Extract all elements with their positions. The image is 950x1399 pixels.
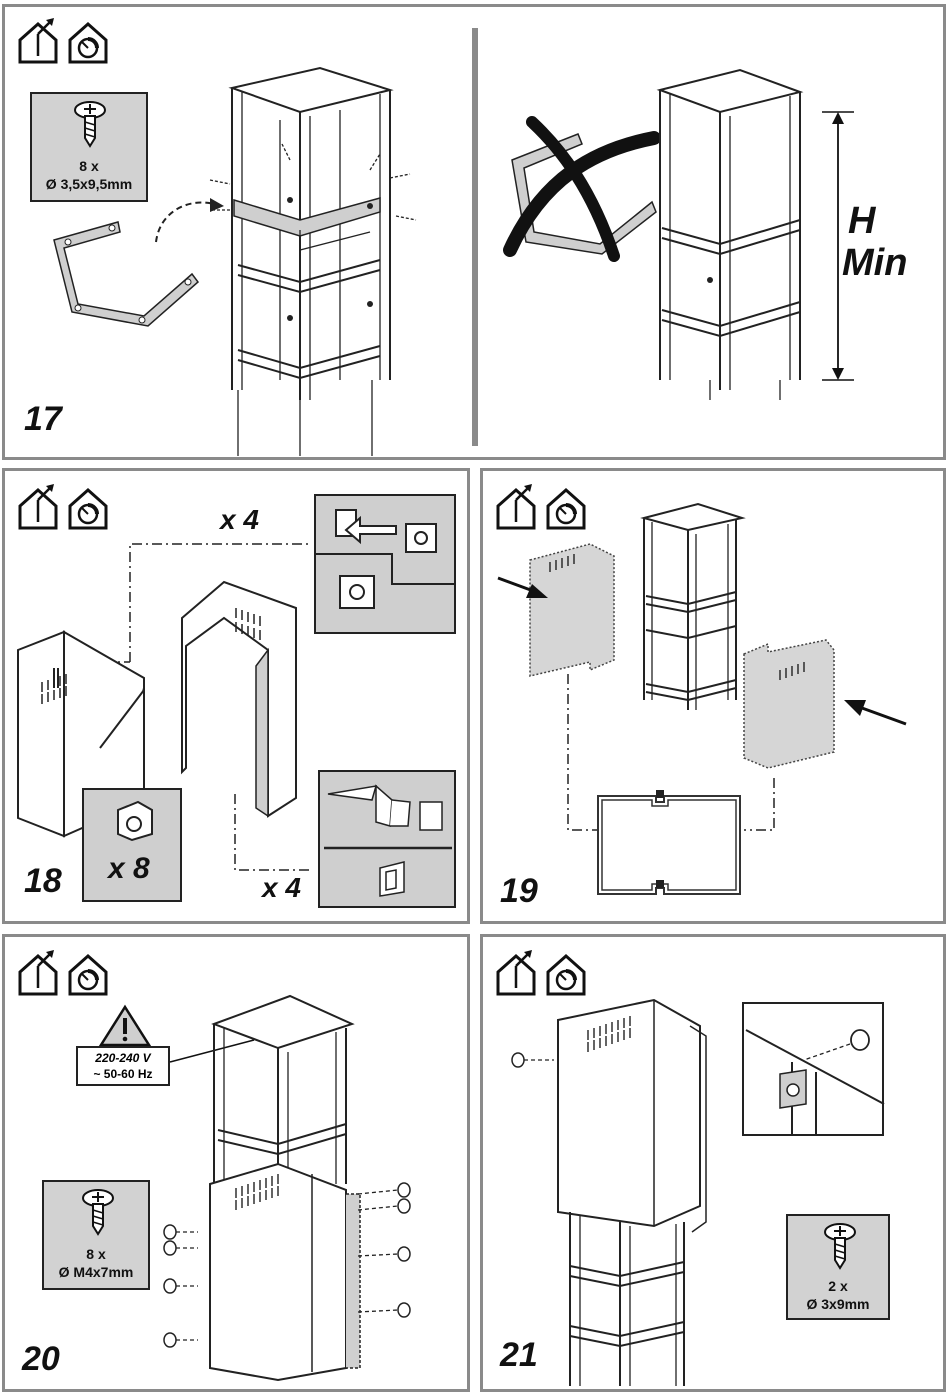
cross-section-diagram (560, 670, 780, 900)
screw-icon (78, 1188, 118, 1236)
step-number: 19 (500, 872, 538, 911)
screw-detail-box (742, 1002, 884, 1136)
frame-tower (220, 60, 420, 456)
clip-quantity-box: x 8 (82, 788, 182, 902)
side-screw (510, 1050, 556, 1070)
push-arrow-right (842, 694, 908, 728)
clip-slide-illustration (320, 772, 456, 908)
cage-nut-icon (112, 798, 156, 842)
warning-triangle-icon (98, 1004, 152, 1048)
house-recirculation-icon (66, 18, 110, 66)
screw-quantity: 2 x (788, 1278, 888, 1294)
clip-insert-illustration (316, 496, 456, 634)
dashed-arrow (150, 190, 230, 250)
chimney-half-right (176, 578, 308, 818)
height-min-label: Min (842, 242, 907, 285)
dotted-chimney-left (520, 540, 620, 680)
frame-and-chimney (200, 984, 360, 1384)
step-number: 20 (22, 1340, 60, 1379)
screw-size: Ø 3x9mm (788, 1296, 888, 1312)
warning-frequency: ~ 50-60 Hz (78, 1066, 168, 1082)
screw-quantity: 8 x (44, 1246, 148, 1262)
top-multiplier: x 4 (220, 504, 259, 536)
screw-icon (70, 100, 110, 148)
detail-screw-illustration (744, 1004, 884, 1136)
clip-detail-top (314, 494, 456, 634)
house-ducted-icon (494, 484, 538, 532)
screw-info-box: 8 x Ø M4x7mm (42, 1180, 150, 1290)
push-arrow-left (496, 574, 556, 604)
warning-label-box: 220-240 V ~ 50-60 Hz (76, 1046, 170, 1086)
screw-quantity: 8 x (32, 158, 146, 174)
clip-detail-bottom (318, 770, 456, 908)
step-number: 21 (500, 1336, 538, 1375)
crossed-bracket (502, 110, 662, 260)
house-recirculation-icon (66, 484, 110, 532)
frame-tower-installed (650, 60, 820, 420)
screw-size: Ø 3,5x9,5mm (32, 176, 146, 192)
house-recirculation-icon (544, 950, 588, 998)
mounting-screws-left (160, 1220, 200, 1370)
screw-info-box: 2 x Ø 3x9mm (786, 1214, 890, 1320)
bottom-multiplier: x 4 (262, 872, 301, 904)
height-label: H (848, 200, 875, 243)
house-recirculation-icon (66, 950, 110, 998)
step-number: 17 (24, 400, 62, 439)
step-number: 18 (24, 862, 62, 901)
screw-size: Ø M4x7mm (44, 1264, 148, 1280)
panel-divider (472, 28, 478, 446)
clip-quantity: x 8 (108, 852, 150, 886)
screw-icon (820, 1222, 860, 1270)
house-ducted-icon (16, 484, 60, 532)
mounting-screws-right (356, 1180, 416, 1330)
house-ducted-icon (16, 950, 60, 998)
house-ducted-icon (494, 950, 538, 998)
house-recirculation-icon (544, 484, 588, 532)
screw-info-box: 8 x Ø 3,5x9,5mm (30, 92, 148, 202)
house-ducted-icon (16, 18, 60, 66)
warning-voltage: 220-240 V (78, 1050, 168, 1066)
